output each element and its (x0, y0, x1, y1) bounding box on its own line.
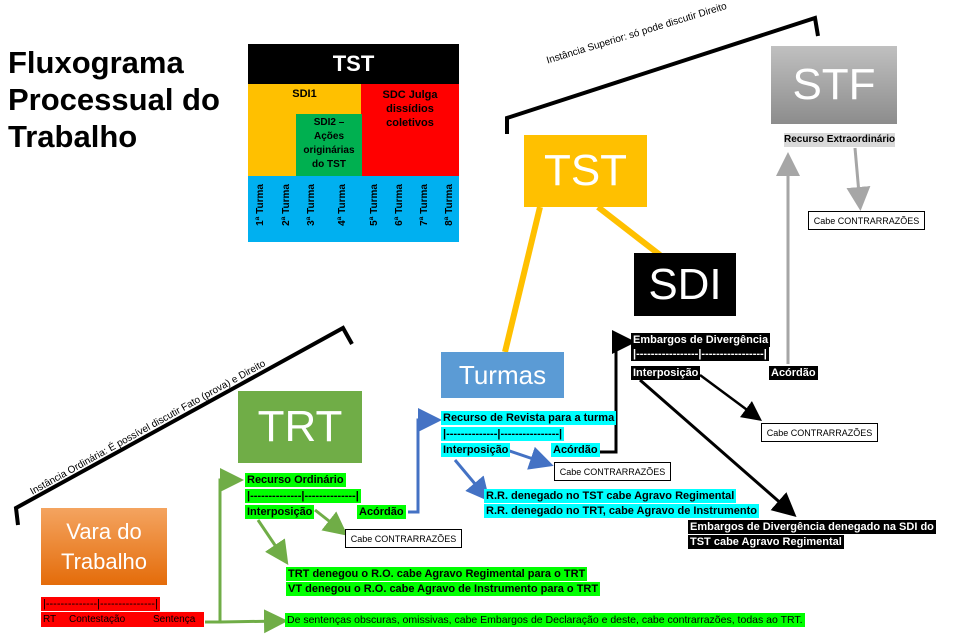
title-line-2: Processual do (8, 82, 220, 117)
tst-structure-table: TST SDI1 SDC Julga dissídios coletivos S… (248, 44, 459, 242)
trt-interposicao-label: Interposição (245, 505, 315, 519)
sdi-interposicao-label: Interposição (631, 366, 701, 380)
sdi-bar: |-----------------|-----------------| (631, 347, 769, 361)
tst-sdi-line (596, 204, 662, 258)
tst-table-header: TST (248, 44, 459, 84)
vara-steps-row (41, 612, 204, 627)
stf-node: STF (771, 46, 897, 124)
stf-cabe-arrow (846, 147, 871, 211)
trt-bar: |--------------|--------------| (245, 489, 361, 503)
sdc-cell: SDC Julga dissídios coletivos (361, 84, 459, 176)
tst-turmas-line (502, 206, 543, 353)
trt-cabe-arrow (314, 508, 348, 536)
turmas-cabe-contrarrazoes: Cabe CONTRARRAZÕES (554, 462, 671, 481)
trt-acordao-label: Acórdão (357, 505, 406, 519)
recurso-extraordinario-text: Recurso Extraordinário (784, 134, 896, 145)
tst-node: TST (524, 135, 647, 207)
trt-denegou-arrow (256, 519, 289, 565)
sdi2-cell: SDI2 – Ações originárias do TST (296, 114, 362, 176)
page-title: Fluxograma Processual do Trabalho (8, 44, 220, 155)
turmas-interposicao-label: Interposição (441, 443, 511, 457)
turmas-node: Turmas (441, 352, 564, 398)
title-line-3: Trabalho (8, 119, 138, 154)
trt-to-turmas-arrow (408, 408, 442, 514)
vara-rt-label: RT (43, 614, 57, 625)
trt-denegou-line-2: VT denegou o R.O. cabe Agravo de Instrum… (286, 582, 601, 596)
vara-contestacao-label: Contestação (69, 614, 126, 625)
turmas-rr-arrow (453, 459, 490, 502)
vara-embargos-arrow (219, 609, 288, 634)
turmas-acordao-label: Acórdão (551, 443, 600, 457)
rr-denegado-line-1: R.R. denegado no TST cabe Agravo Regimen… (484, 489, 737, 503)
embargos-divergencia-label: Embargos de Divergência (631, 333, 771, 347)
vara-to-trt-arrow (205, 468, 244, 624)
stf-cabe-contrarrazoes: Cabe CONTRARRAZÕES (808, 211, 925, 230)
recurso-revista-label: Recurso de Revista para a turma (441, 411, 617, 425)
superior-bracket (505, 15, 820, 134)
vara-bar: |--------------|---------------| (41, 597, 160, 611)
turmas-row (248, 176, 459, 242)
trt-cabe-contrarrazoes: Cabe CONTRARRAZÕES (345, 529, 462, 548)
vara-node: Vara do Trabalho (41, 508, 167, 585)
trt-denegou-line-1: TRT denegou o R.O. cabe Agravo Regimenta… (286, 567, 588, 581)
vara-sentenca-label: Sentença (153, 614, 196, 625)
sdi-denegado-arrow (639, 378, 797, 517)
turmas-bar: |--------------|----------------| (441, 427, 565, 441)
sdi-cabe-contrarrazoes: Cabe CONTRARRAZÕES (761, 423, 878, 442)
title-line-1: Fluxograma (8, 45, 184, 80)
recurso-ordinario-label: Recurso Ordinário (245, 473, 346, 487)
vara-embargos-label: De sentenças obscuras, omissivas, cabe E… (285, 613, 805, 627)
sdi-node: SDI (634, 253, 736, 316)
sdi-acordao-label: Acórdão (769, 366, 818, 380)
sdi-cabe-arrow (699, 373, 763, 421)
ordinaria-bracket (13, 325, 354, 526)
rr-denegado-line-2: R.R. denegado no TRT, cabe Agravo de Ins… (484, 504, 759, 518)
sdi-denegado-line-1: Embargos de Divergência denegado na SDI … (688, 520, 936, 534)
turmas-to-sdi-arrow (600, 330, 636, 454)
recurso-extraordinario-label: Recurso Extraordinário (784, 133, 896, 147)
sdi-denegado-line-2: TST cabe Agravo Regimental (688, 535, 844, 549)
trt-node: TRT (238, 391, 362, 463)
